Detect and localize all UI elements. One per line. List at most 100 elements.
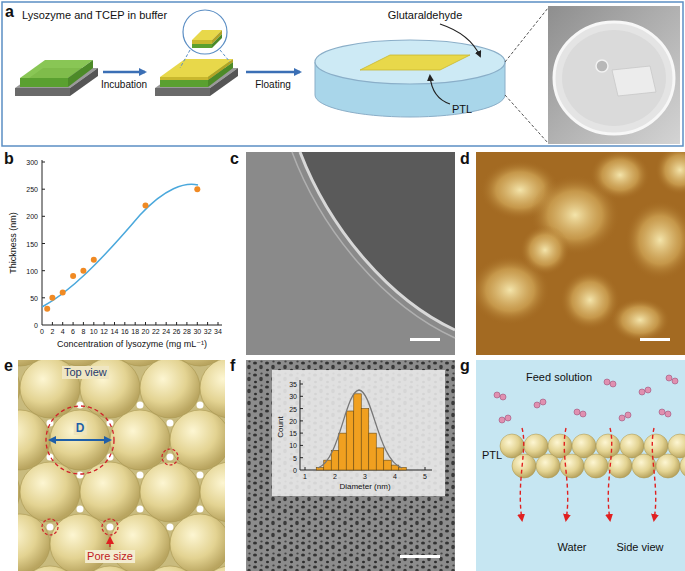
- illustration-shape: [440, 24, 480, 56]
- tick-label: 20: [289, 417, 297, 424]
- illustration-shape: [494, 392, 500, 398]
- illustration-shape: [197, 402, 204, 409]
- illustration-shape: [18, 410, 50, 470]
- illustration-shape: [20, 566, 80, 571]
- illustration-shape: [246, 360, 455, 571]
- tick-label: 30: [193, 328, 201, 335]
- illustration-shape: [197, 506, 204, 513]
- illustration-shape: [77, 472, 84, 479]
- illustration-shape: [104, 322, 105, 325]
- illustration-shape: [625, 200, 685, 280]
- illustration-shape: [536, 454, 560, 478]
- illustration-shape: [49, 295, 55, 301]
- tick-label: 3: [363, 473, 367, 480]
- tick-label: 8: [81, 328, 85, 335]
- illustration-shape: [639, 389, 645, 395]
- tick-label: 4: [393, 473, 397, 480]
- illustration-shape: [83, 322, 84, 325]
- illustration-shape: [93, 322, 94, 325]
- illustration-shape: [360, 55, 470, 70]
- illustration-shape: [212, 34, 222, 48]
- illustration-shape: [680, 454, 685, 478]
- illustration-shape: [44, 306, 50, 312]
- illustration-shape: [505, 415, 511, 421]
- illustration-shape: [140, 462, 200, 522]
- tick-label: 2: [333, 473, 337, 480]
- illustration-shape: [50, 410, 110, 470]
- illustration-shape: [197, 472, 204, 479]
- tick-label: 250: [26, 186, 38, 193]
- illustration-shape: [246, 71, 300, 74]
- axis-title: Count: [277, 416, 285, 437]
- illustration-shape: [77, 402, 84, 409]
- illustration-shape: [42, 519, 58, 535]
- illustration-shape: [42, 189, 45, 190]
- tick-label: 0: [293, 467, 297, 474]
- illustration-shape: [520, 428, 655, 520]
- illustration-shape: [42, 162, 218, 325]
- annotation-label: Glutaraldehyde: [388, 10, 463, 21]
- illustration-shape: [520, 428, 523, 520]
- illustration-shape: [42, 243, 45, 244]
- annotation-label: Water: [558, 542, 587, 553]
- illustration-shape: [590, 152, 650, 200]
- annotation-label: Feed solution: [526, 372, 592, 383]
- illustration-shape: [272, 370, 445, 496]
- tick-label: 12: [100, 328, 108, 335]
- illustration-shape: [68, 60, 93, 87]
- illustration-shape: [140, 566, 200, 571]
- view-label: Side view: [616, 542, 663, 553]
- illustration-shape: [400, 555, 440, 558]
- illustration-shape: [354, 394, 362, 470]
- illustration-shape: [107, 524, 114, 531]
- illustration-shape: [574, 409, 580, 415]
- illustration-shape: [430, 76, 450, 104]
- tick-label: 150: [26, 240, 38, 247]
- illustration-shape: [80, 566, 140, 571]
- illustration-shape: [145, 322, 146, 325]
- illustration-shape: [197, 322, 198, 325]
- illustration-shape: [315, 40, 505, 84]
- illustration-shape: [62, 322, 63, 325]
- illustration-shape: [300, 408, 303, 409]
- illustration-shape: [300, 420, 303, 421]
- illustration-shape: [192, 44, 212, 48]
- illustration-shape: [140, 360, 200, 418]
- illustration-shape: [292, 152, 455, 338]
- illustration-shape: [625, 412, 631, 418]
- tick-label: 16: [121, 328, 129, 335]
- tick-label: 14: [111, 328, 119, 335]
- illustration-shape: [42, 184, 198, 307]
- illustration-shape: [316, 394, 406, 470]
- illustration-shape: [619, 415, 625, 421]
- illustration-shape: [645, 387, 651, 393]
- illustration-shape: [500, 434, 685, 478]
- illustration-shape: [300, 433, 303, 434]
- tick-label: 28: [183, 328, 191, 335]
- illustration-shape: [331, 450, 339, 470]
- illustration-shape: [534, 402, 540, 408]
- view-label: Top view: [62, 366, 109, 379]
- tick-label: 5: [293, 454, 297, 461]
- illustration-shape: [584, 454, 608, 478]
- tick-label: 18: [131, 328, 139, 335]
- illustration-shape: [155, 322, 156, 325]
- tick-label: 25: [289, 405, 297, 412]
- panel-letter: b: [4, 151, 14, 167]
- illustration-shape: [300, 384, 425, 470]
- illustration-shape: [137, 506, 144, 513]
- tick-label: 50: [30, 294, 38, 301]
- illustration-shape: [324, 460, 332, 470]
- illustration-shape: [425, 467, 426, 470]
- tick-label: 6: [71, 328, 75, 335]
- illustration-shape: [160, 80, 208, 87]
- illustration-shape: [200, 462, 225, 522]
- illustration-shape: [155, 88, 210, 96]
- tick-label: 5: [423, 473, 427, 480]
- illustration-shape: [47, 524, 54, 531]
- illustration-shape: [610, 298, 670, 342]
- tick-label: 30: [289, 393, 297, 400]
- illustration-shape: [46, 406, 114, 474]
- illustration-shape: [246, 152, 455, 355]
- illustration-shape: [604, 379, 610, 385]
